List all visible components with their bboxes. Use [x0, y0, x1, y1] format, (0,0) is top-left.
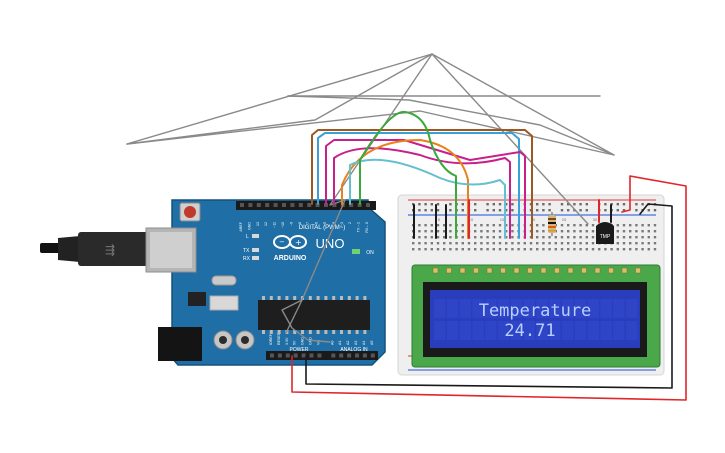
power-analog-pin-label: 5V: [293, 340, 297, 345]
power-analog-pin-label: A1: [338, 341, 342, 345]
power-analog-pin-label: GND: [301, 337, 305, 345]
column-label: 15: [500, 217, 505, 222]
digital-pin-label: ~10: [281, 222, 285, 228]
power-analog-pin-label: A0: [330, 341, 334, 345]
lcd-character-cells: [434, 299, 638, 340]
power-analog-pin-label: A2: [346, 341, 350, 345]
arduino-logo: − +: [273, 235, 307, 249]
wire-magenta[interactable]: [325, 139, 526, 239]
wire-black[interactable]: [305, 203, 673, 389]
power-analog-pin-label: A3: [354, 341, 358, 345]
power-analog-pin-label: 3.3V: [285, 337, 289, 345]
power-jack[interactable]: [158, 327, 202, 361]
digital-header: [236, 201, 376, 210]
svg-text:−: −: [279, 238, 285, 246]
reset-button[interactable]: [179, 202, 201, 222]
capacitors: [213, 330, 255, 350]
tx-label: TX: [243, 248, 250, 254]
lcd-line-1: Temperature: [479, 301, 592, 321]
digital-pin-label: 13: [256, 222, 260, 226]
power-analog-pin-label: A4: [362, 341, 366, 345]
wire-red[interactable]: [291, 175, 687, 401]
power-analog-header: [266, 351, 378, 360]
digital-pin-label: ~9: [289, 222, 293, 226]
wire-magenta-2[interactable]: [333, 147, 511, 239]
digital-pin-label: ~6: [315, 222, 319, 226]
power-label: POWER: [290, 347, 309, 353]
breadboard-jumpers-red[interactable]: [468, 199, 600, 239]
on-label: ON: [366, 250, 374, 256]
digital-pin-label: TX→1: [357, 222, 361, 232]
lcd-pin-header: [432, 267, 641, 274]
l-label: L: [246, 234, 249, 240]
rx-label: RX: [243, 256, 251, 262]
digital-pin-label: ~5: [323, 222, 327, 226]
lcd-line-2: 24.71: [504, 321, 555, 341]
digital-pin-label: RX←0: [365, 222, 369, 233]
wire-gray[interactable]: [126, 53, 615, 343]
usb-cable[interactable]: ⇶: [40, 227, 197, 273]
power-analog-pins: [270, 353, 375, 358]
column-label: 5: [438, 217, 441, 222]
digital-pin-label: 12: [264, 222, 268, 226]
digital-pin-label: GND: [247, 222, 251, 230]
crystal: [211, 275, 237, 286]
breadboard-jumpers-black[interactable]: [413, 204, 612, 239]
analog-label: ANALOG IN: [340, 347, 368, 353]
tmp-sensor[interactable]: TMP: [596, 222, 614, 244]
on-led: [352, 249, 360, 254]
wire-cyan[interactable]: [349, 158, 506, 239]
digital-pin-label: 4: [331, 222, 335, 224]
model-text: UNO: [316, 236, 345, 251]
l-led: [252, 234, 259, 238]
usb-icon: ⇶: [105, 243, 115, 257]
digital-pin-label: AREF: [239, 221, 243, 231]
digital-label: DIGITAL (PWM~): [299, 225, 346, 231]
resistor[interactable]: [548, 212, 556, 236]
brand-text: ARDUINO: [274, 255, 307, 262]
column-label: 25: [562, 217, 567, 222]
lcd-module[interactable]: Temperature 24.71: [411, 264, 661, 368]
column-label: 20: [531, 217, 536, 222]
wire-brown[interactable]: [311, 129, 533, 239]
fuse: [209, 295, 239, 311]
wires[interactable]: [126, 53, 687, 401]
power-analog-pin-label: A5: [370, 341, 374, 345]
digital-pin-labels: AREF GND 13 12 ~11 ~10 ~9 8 7 ~6 ~5 4 ~3 2 TX→1 RX←0: [239, 221, 369, 232]
power-analog-pin-label: Vin: [316, 340, 320, 345]
tx-led: [252, 248, 259, 252]
digital-pin-label: 8: [298, 222, 302, 224]
power-analog-pin-label: RESET: [277, 332, 281, 345]
voltage-regulator: [188, 292, 206, 306]
digital-pin-label: 7: [306, 222, 310, 224]
wire-blue[interactable]: [317, 132, 520, 239]
digital-pin-label: 2: [348, 222, 352, 224]
power-analog-pin-label: IOREF: [269, 333, 273, 345]
atmega-chip: [258, 296, 370, 334]
wire-orange[interactable]: [341, 139, 469, 239]
digital-pin-label: ~3: [340, 222, 344, 226]
digital-pin-label: ~11: [273, 222, 277, 228]
tmp-label: TMP: [600, 234, 611, 240]
wire-green[interactable]: [359, 110, 457, 239]
svg-text:+: +: [295, 238, 302, 247]
column-label: 30: [593, 217, 598, 222]
rx-led: [252, 256, 259, 260]
column-label: 10: [469, 217, 474, 222]
